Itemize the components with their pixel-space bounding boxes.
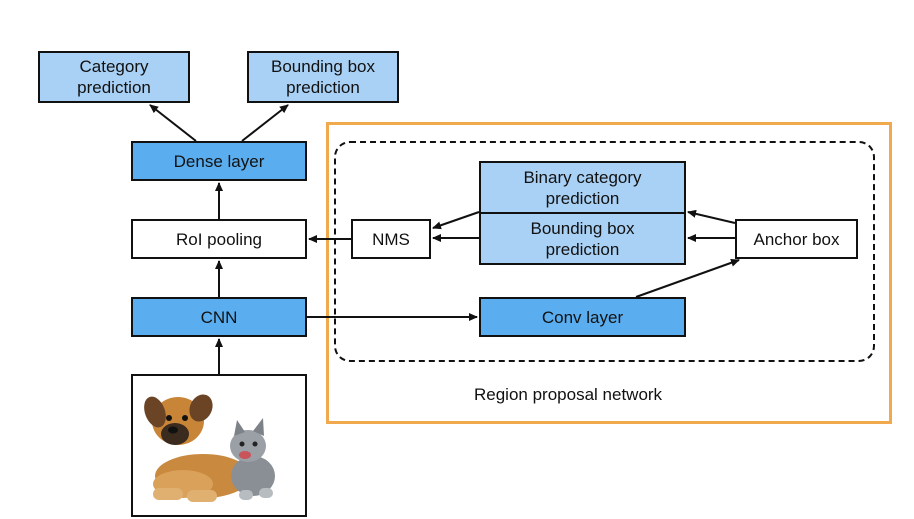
category-prediction-box: Category prediction xyxy=(38,51,190,103)
arrow-conv-to-anchor xyxy=(635,258,740,298)
kitten-body xyxy=(231,456,275,496)
region-proposal-network-frame xyxy=(326,122,892,424)
anchor-box-box: Anchor box xyxy=(735,219,858,259)
dense-layer-box: Dense layer xyxy=(131,141,307,181)
nms-box: NMS xyxy=(351,219,431,259)
binary-category-prediction-box: Binary category prediction xyxy=(479,161,686,214)
cnn-box: CNN xyxy=(131,297,307,337)
roi-pooling-box: RoI pooling xyxy=(131,219,307,259)
arrow-dense-to-category xyxy=(149,104,197,142)
arrow-binary-category-to-nms xyxy=(432,211,480,230)
puppy-kitten-illustration xyxy=(144,394,275,502)
region-proposal-network-caption: Region proposal network xyxy=(474,385,663,404)
region-proposal-network-dashed-boundary xyxy=(334,141,875,362)
rpn-bounding-box-prediction-box: Bounding box prediction xyxy=(479,212,686,265)
arrow-anchor-to-binary-category xyxy=(687,209,736,224)
kitten-head xyxy=(230,430,266,462)
bounding-box-prediction-box: Bounding box prediction xyxy=(247,51,399,103)
input-image xyxy=(131,374,307,517)
arrow-dense-to-bbox xyxy=(241,104,289,142)
conv-layer-box: Conv layer xyxy=(479,297,686,337)
